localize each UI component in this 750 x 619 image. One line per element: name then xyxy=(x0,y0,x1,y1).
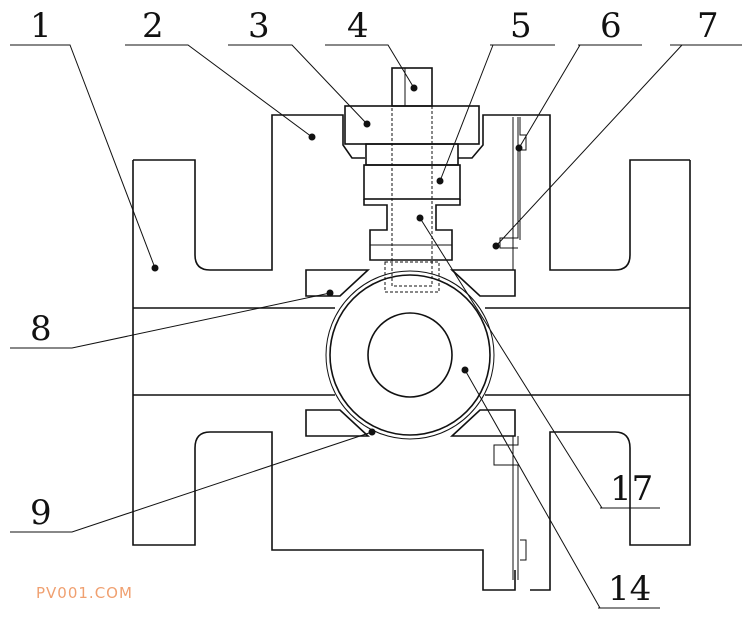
watermark: PV001.COM xyxy=(36,584,133,602)
label-14: 14 xyxy=(608,569,651,609)
stem-body xyxy=(363,164,461,200)
label-9: 9 xyxy=(30,493,52,533)
right-flange-bottom xyxy=(530,160,691,591)
label-6: 6 xyxy=(600,6,622,46)
label-2: 2 xyxy=(142,6,164,46)
left-flange-bottom xyxy=(132,160,516,591)
bottom-left-seat xyxy=(305,409,371,437)
label-3: 3 xyxy=(248,6,270,46)
leader-lines xyxy=(10,44,742,609)
packing xyxy=(365,143,459,166)
stem-hidden xyxy=(391,105,433,287)
top-left-seat xyxy=(305,269,371,297)
label-1: 1 xyxy=(30,6,52,46)
label-17: 17 xyxy=(610,469,653,509)
label-8: 8 xyxy=(30,309,52,349)
label-4: 4 xyxy=(347,6,369,46)
seal-channel-bottom xyxy=(493,436,527,580)
top-right-seat xyxy=(449,269,516,297)
leader-dots xyxy=(151,84,523,436)
left-flange xyxy=(133,114,365,271)
right-flange xyxy=(458,114,690,271)
stem-neck xyxy=(363,199,461,261)
ball-bore xyxy=(367,312,453,398)
bottom-right-seat xyxy=(449,409,516,437)
label-7: 7 xyxy=(697,6,719,46)
label-5: 5 xyxy=(510,6,532,46)
ball xyxy=(329,274,491,436)
stem-tip-hidden xyxy=(384,261,440,293)
ball-outer xyxy=(325,270,495,440)
seal-channel-top xyxy=(499,117,527,270)
